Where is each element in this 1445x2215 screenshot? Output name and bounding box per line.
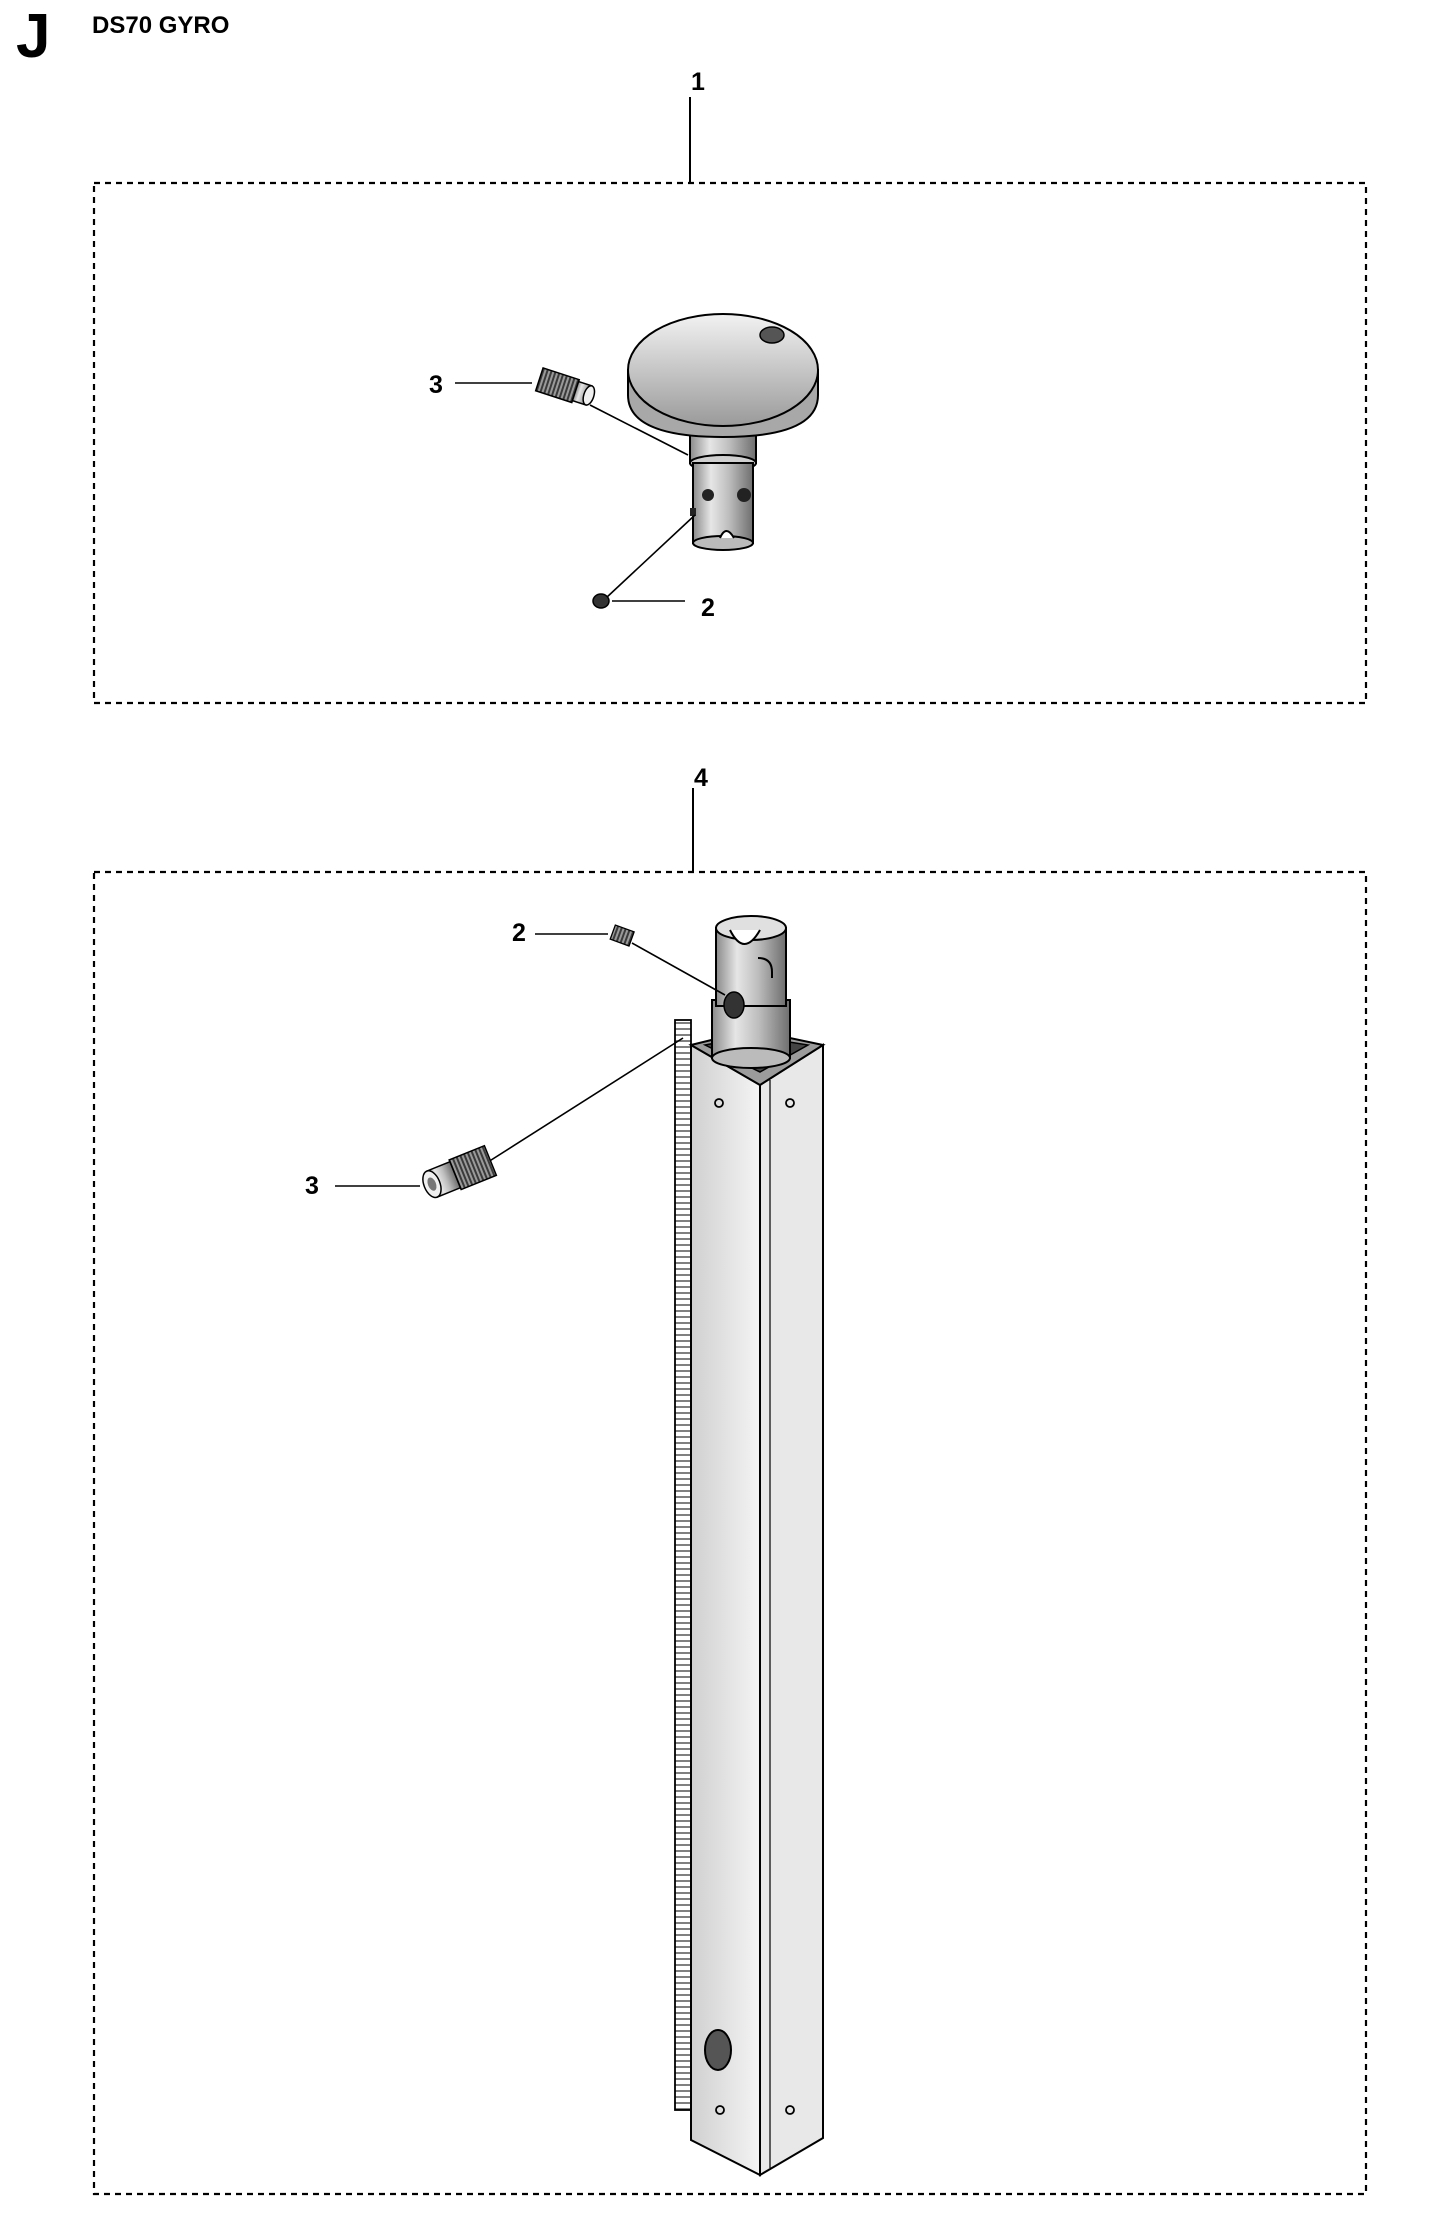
set-screw-part-2 <box>592 514 696 609</box>
section-letter: J <box>16 2 51 71</box>
callout-g1-part-2: 2 <box>701 594 715 622</box>
callout-group-2: 4 <box>694 764 708 792</box>
callout-group-1: 1 <box>691 68 705 96</box>
group-2-frame <box>92 870 1368 2196</box>
column-part-4 <box>674 915 826 2177</box>
thumb-screw-part-3-column <box>335 1037 684 1199</box>
group-1 <box>92 97 1368 705</box>
group-1-frame <box>92 181 1368 705</box>
callout-g2-part-2: 2 <box>512 919 526 947</box>
set-screw-part-2-column <box>535 924 726 996</box>
gyro-knob <box>627 313 819 551</box>
diagram-title: DS70 GYRO <box>92 12 230 39</box>
group-2 <box>92 788 1368 2196</box>
thumb-screw-part-3 <box>455 366 689 456</box>
callout-g1-part-3: 3 <box>429 371 443 399</box>
callout-g2-part-3: 3 <box>305 1172 319 1200</box>
gear-rack <box>674 1019 692 2111</box>
